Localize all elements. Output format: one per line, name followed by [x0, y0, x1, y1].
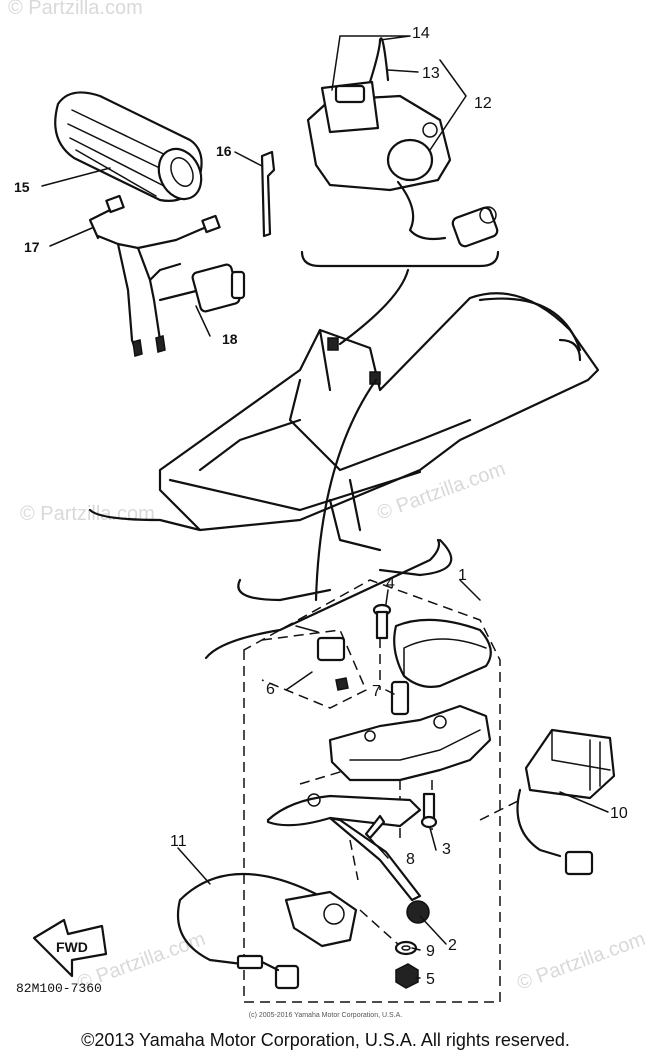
nut-part [395, 963, 419, 989]
callout-leaders [41, 35, 609, 979]
watermark: © Partzilla.com [8, 0, 143, 19]
callout-12: 12 [474, 95, 492, 112]
washer-part [394, 940, 418, 956]
callout-6: 6 [266, 681, 275, 698]
dashed-guide [349, 839, 359, 881]
watermark: © Partzilla.com [374, 458, 508, 525]
callout-5: 5 [426, 971, 435, 988]
clip-part [260, 150, 276, 238]
snowmobile-outline [88, 292, 600, 602]
screw-part [372, 603, 392, 640]
leader-wire [314, 378, 378, 602]
callout-7: 7 [372, 683, 381, 700]
grip-part [54, 91, 203, 202]
callout-8: 8 [406, 851, 415, 868]
bolt-part-3 [420, 792, 438, 829]
control-unit-part [516, 728, 616, 876]
callout-13: 13 [422, 65, 440, 82]
watermark: © Partzilla.com [514, 928, 648, 995]
callout-14: 14 [412, 25, 430, 42]
throttle-housing-part [328, 704, 492, 782]
part-code: 82M100-7360 [16, 981, 102, 996]
callout-15: 15 [14, 179, 30, 195]
switch-part [295, 625, 349, 691]
fwd-label: FWD [56, 939, 88, 955]
leader-wire [338, 268, 410, 346]
watermark: © Partzilla.com [20, 503, 155, 525]
callout-17: 17 [24, 239, 40, 255]
callout-16: 16 [216, 143, 232, 159]
dashed-guide [359, 909, 401, 947]
wire-harness-part [88, 194, 246, 357]
bracket-top [300, 250, 500, 268]
housing-cover-part [393, 618, 492, 688]
callout-1: 1 [458, 567, 467, 584]
assembly-box [243, 579, 501, 1003]
throttle-switch-part [306, 37, 499, 248]
callout-2: 2 [448, 937, 457, 954]
copyright-footer: ©2013 Yamaha Motor Corporation, U.S.A. A… [81, 1030, 570, 1050]
forward-arrow: FWD [32, 918, 108, 978]
dashed-guide [479, 799, 521, 821]
small-copyright: (c) 2005-2016 Yamaha Motor Corporation, … [248, 1012, 403, 1019]
callout-10: 10 [610, 805, 628, 822]
callout-4: 4 [386, 575, 395, 592]
callout-11: 11 [170, 833, 187, 850]
callout-3: 3 [442, 841, 451, 858]
bracket-mid [204, 538, 441, 660]
throttle-cable-part [176, 872, 358, 990]
subassembly-box [261, 629, 367, 709]
callout-18: 18 [222, 331, 238, 347]
callout-9: 9 [426, 943, 435, 960]
collar-part [390, 680, 410, 716]
